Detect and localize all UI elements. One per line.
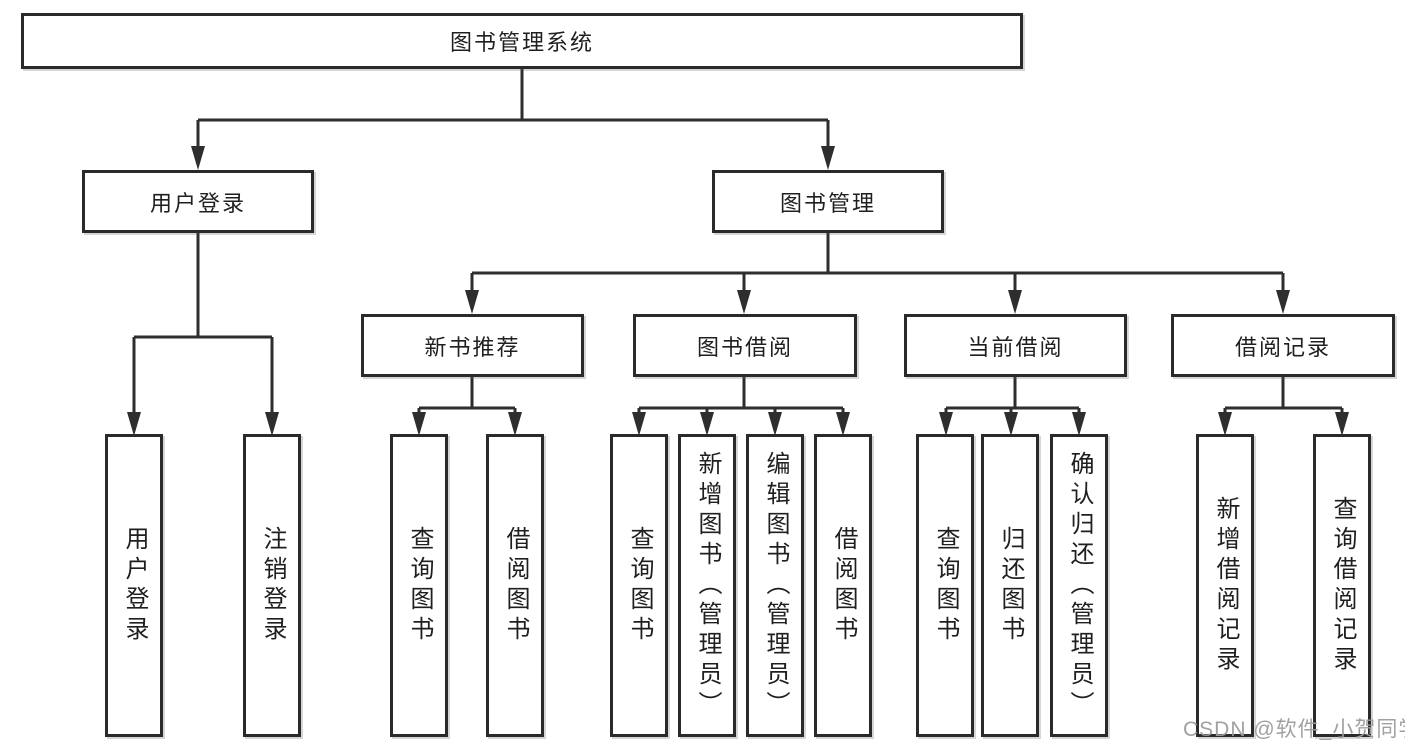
node-root: 图书管理系统	[21, 13, 1023, 69]
watermark: CSDN @软件_小贺同学	[1183, 718, 1405, 741]
leaf-newbooks-query-books-label: 查询图书	[406, 525, 433, 646]
leaf-user-login-label: 用户登录	[121, 525, 148, 646]
leaf-borrow-edit-books-admin-label: 编辑图书（管理员）	[762, 450, 789, 721]
node-book-management: 图书管理	[712, 170, 944, 233]
leaf-records-add-record-label: 新增借阅记录	[1212, 495, 1239, 676]
node-borrow-records-label: 借阅记录	[1234, 334, 1331, 360]
leaf-logout-login-label: 注销登录	[259, 525, 286, 646]
leaf-current-confirm-return-admin: 确认归还（管理员）	[1050, 434, 1108, 737]
node-user-login-label: 用户登录	[149, 190, 246, 216]
leaf-borrow-query-books-label: 查询图书	[626, 525, 653, 646]
node-book-borrow-label: 图书借阅	[696, 334, 793, 360]
node-book-management-label: 图书管理	[779, 190, 876, 216]
leaf-current-query-books: 查询图书	[916, 434, 974, 737]
node-current-borrow-label: 当前借阅	[967, 334, 1064, 360]
leaf-current-return-books-label: 归还图书	[997, 525, 1024, 646]
node-root-label: 图书管理系统	[449, 30, 594, 55]
leaf-current-confirm-return-admin-label: 确认归还（管理员）	[1066, 450, 1093, 721]
leaf-current-return-books: 归还图书	[981, 434, 1039, 737]
node-borrow-records: 借阅记录	[1171, 314, 1395, 377]
leaf-newbooks-borrow-books: 借阅图书	[486, 434, 544, 737]
leaf-current-query-books-label: 查询图书	[932, 525, 959, 646]
leaf-borrow-add-books-admin: 新增图书（管理员）	[678, 434, 736, 737]
leaf-logout-login: 注销登录	[243, 434, 301, 737]
leaf-borrow-borrow-books-label: 借阅图书	[830, 525, 857, 646]
leaf-newbooks-query-books: 查询图书	[390, 434, 448, 737]
node-current-borrow: 当前借阅	[904, 314, 1127, 377]
leaf-borrow-add-books-admin-label: 新增图书（管理员）	[694, 450, 721, 721]
leaf-records-query-record-label: 查询借阅记录	[1329, 495, 1356, 676]
leaf-newbooks-borrow-books-label: 借阅图书	[502, 525, 529, 646]
leaf-borrow-edit-books-admin: 编辑图书（管理员）	[746, 434, 804, 737]
node-book-borrow: 图书借阅	[633, 314, 857, 377]
node-new-book-recommend-label: 新书推荐	[424, 334, 521, 360]
node-new-book-recommend: 新书推荐	[361, 314, 584, 377]
leaf-records-query-record: 查询借阅记录	[1313, 434, 1371, 737]
leaf-records-add-record: 新增借阅记录	[1196, 434, 1254, 737]
leaf-user-login: 用户登录	[105, 434, 163, 737]
leaf-borrow-borrow-books: 借阅图书	[814, 434, 872, 737]
node-user-login: 用户登录	[82, 170, 314, 233]
leaf-borrow-query-books: 查询图书	[610, 434, 668, 737]
